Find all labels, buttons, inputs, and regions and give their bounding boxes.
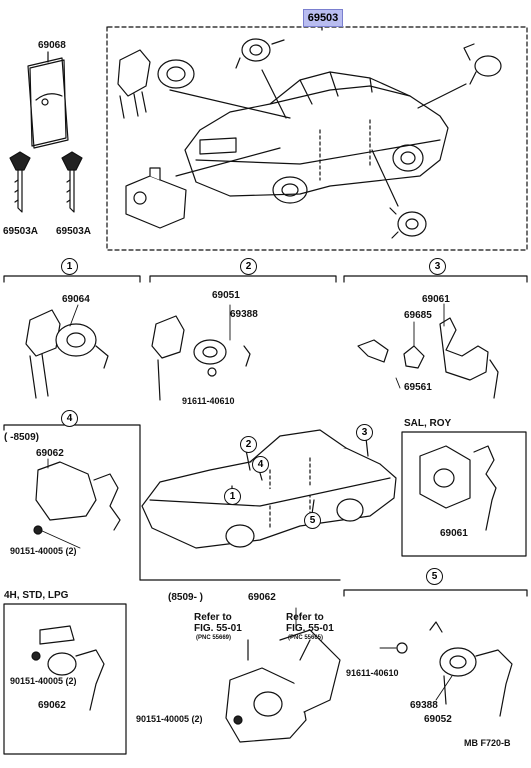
part-69064[interactable]: 69064 <box>62 294 90 305</box>
variant-4h-lock-drawing <box>31 625 105 711</box>
refer-right-line3: (PNC 55665) <box>288 635 324 641</box>
car-callout-3: 3 <box>356 424 373 441</box>
section-4-lock-drawing <box>33 461 121 535</box>
section-2-frame <box>149 275 337 283</box>
part-91611-a[interactable]: 91611-40610 <box>182 396 235 406</box>
part-69503A-2[interactable]: 69503A <box>56 226 92 237</box>
key-right-drawing <box>61 151 83 213</box>
lock-cylinder-drawing-b <box>235 38 285 69</box>
part-69052[interactable]: 69052 <box>424 714 452 725</box>
part-69503A-1[interactable]: 69503A <box>3 226 39 237</box>
part-69388-b[interactable]: 69388 <box>410 700 438 711</box>
callout-4: 4 <box>61 410 78 427</box>
footer-code: MB F720-B <box>464 738 511 748</box>
section-3-lock-drawing <box>357 317 499 399</box>
sedan-drawing-top <box>184 71 449 204</box>
refer-left-line1: Refer to <box>194 612 232 623</box>
sal-roy-label: SAL, ROY <box>404 418 452 429</box>
bottom-center-lock-drawing <box>225 629 341 743</box>
section-1-frame <box>3 275 141 283</box>
part-90151-a[interactable]: 90151-40005 (2) <box>10 546 77 556</box>
part-69561[interactable]: 69561 <box>404 382 432 393</box>
key-left-drawing <box>9 151 31 213</box>
top-leaders <box>169 69 467 207</box>
date-range-to: ( -8509) <box>4 432 40 443</box>
part-69061-a[interactable]: 69061 <box>422 294 450 305</box>
section-2-lock-drawing <box>151 315 251 401</box>
part-91611-b[interactable]: 91611-40610 <box>346 668 399 678</box>
part-90151-b[interactable]: 90151-40005 (2) <box>10 676 77 686</box>
date-range-from: (8509- ) <box>168 592 204 603</box>
sal-roy-frame <box>401 431 527 557</box>
center-leaders <box>231 437 369 515</box>
callout-2: 2 <box>240 258 257 275</box>
refer-right-line1: Refer to <box>286 612 324 623</box>
part-69062-b[interactable]: 69062 <box>38 700 66 711</box>
section-3-frame <box>343 275 528 283</box>
car-callout-1: 1 <box>224 488 241 505</box>
trunk-lock-drawing <box>125 167 187 229</box>
lock-cylinder-drawing-a <box>117 49 195 119</box>
section-1-lock-drawing <box>25 309 109 399</box>
part-90151-c[interactable]: 90151-40005 (2) <box>136 714 203 724</box>
variant-4h-label: 4H, STD, LPG <box>4 590 69 601</box>
part-69388-a[interactable]: 69388 <box>230 309 258 320</box>
part-69685[interactable]: 69685 <box>404 310 432 321</box>
label-leaders <box>39 51 453 701</box>
callout-1: 1 <box>61 258 78 275</box>
part-69051[interactable]: 69051 <box>212 290 240 301</box>
part-69062-c[interactable]: 69062 <box>248 592 276 603</box>
key-case-drawing <box>27 51 69 149</box>
sal-roy-lock-drawing <box>419 445 497 531</box>
callout-5: 5 <box>426 568 443 585</box>
callout-3: 3 <box>429 258 446 275</box>
section-5-lock-drawing <box>396 621 513 717</box>
refer-right-line2[interactable]: FIG. 55-01 <box>286 623 334 634</box>
part-69061-b[interactable]: 69061 <box>440 528 468 539</box>
main-assembly-frame <box>106 26 528 251</box>
car-callout-4: 4 <box>252 456 269 473</box>
sedan-drawing-center <box>141 429 397 549</box>
main-part-number[interactable]: 69503 <box>303 9 343 27</box>
refer-left-line3: (PNC 55669) <box>196 635 232 641</box>
part-69062-a[interactable]: 69062 <box>36 448 64 459</box>
car-callout-2: 2 <box>240 436 257 453</box>
car-callout-5: 5 <box>304 512 321 529</box>
door-lock-drawing <box>389 207 427 239</box>
part-69068[interactable]: 69068 <box>38 40 66 51</box>
section-5-frame <box>343 589 528 597</box>
variant-4h-frame <box>3 603 127 755</box>
refer-left-line2[interactable]: FIG. 55-01 <box>194 623 242 634</box>
lock-cylinder-drawing-c <box>463 43 502 85</box>
